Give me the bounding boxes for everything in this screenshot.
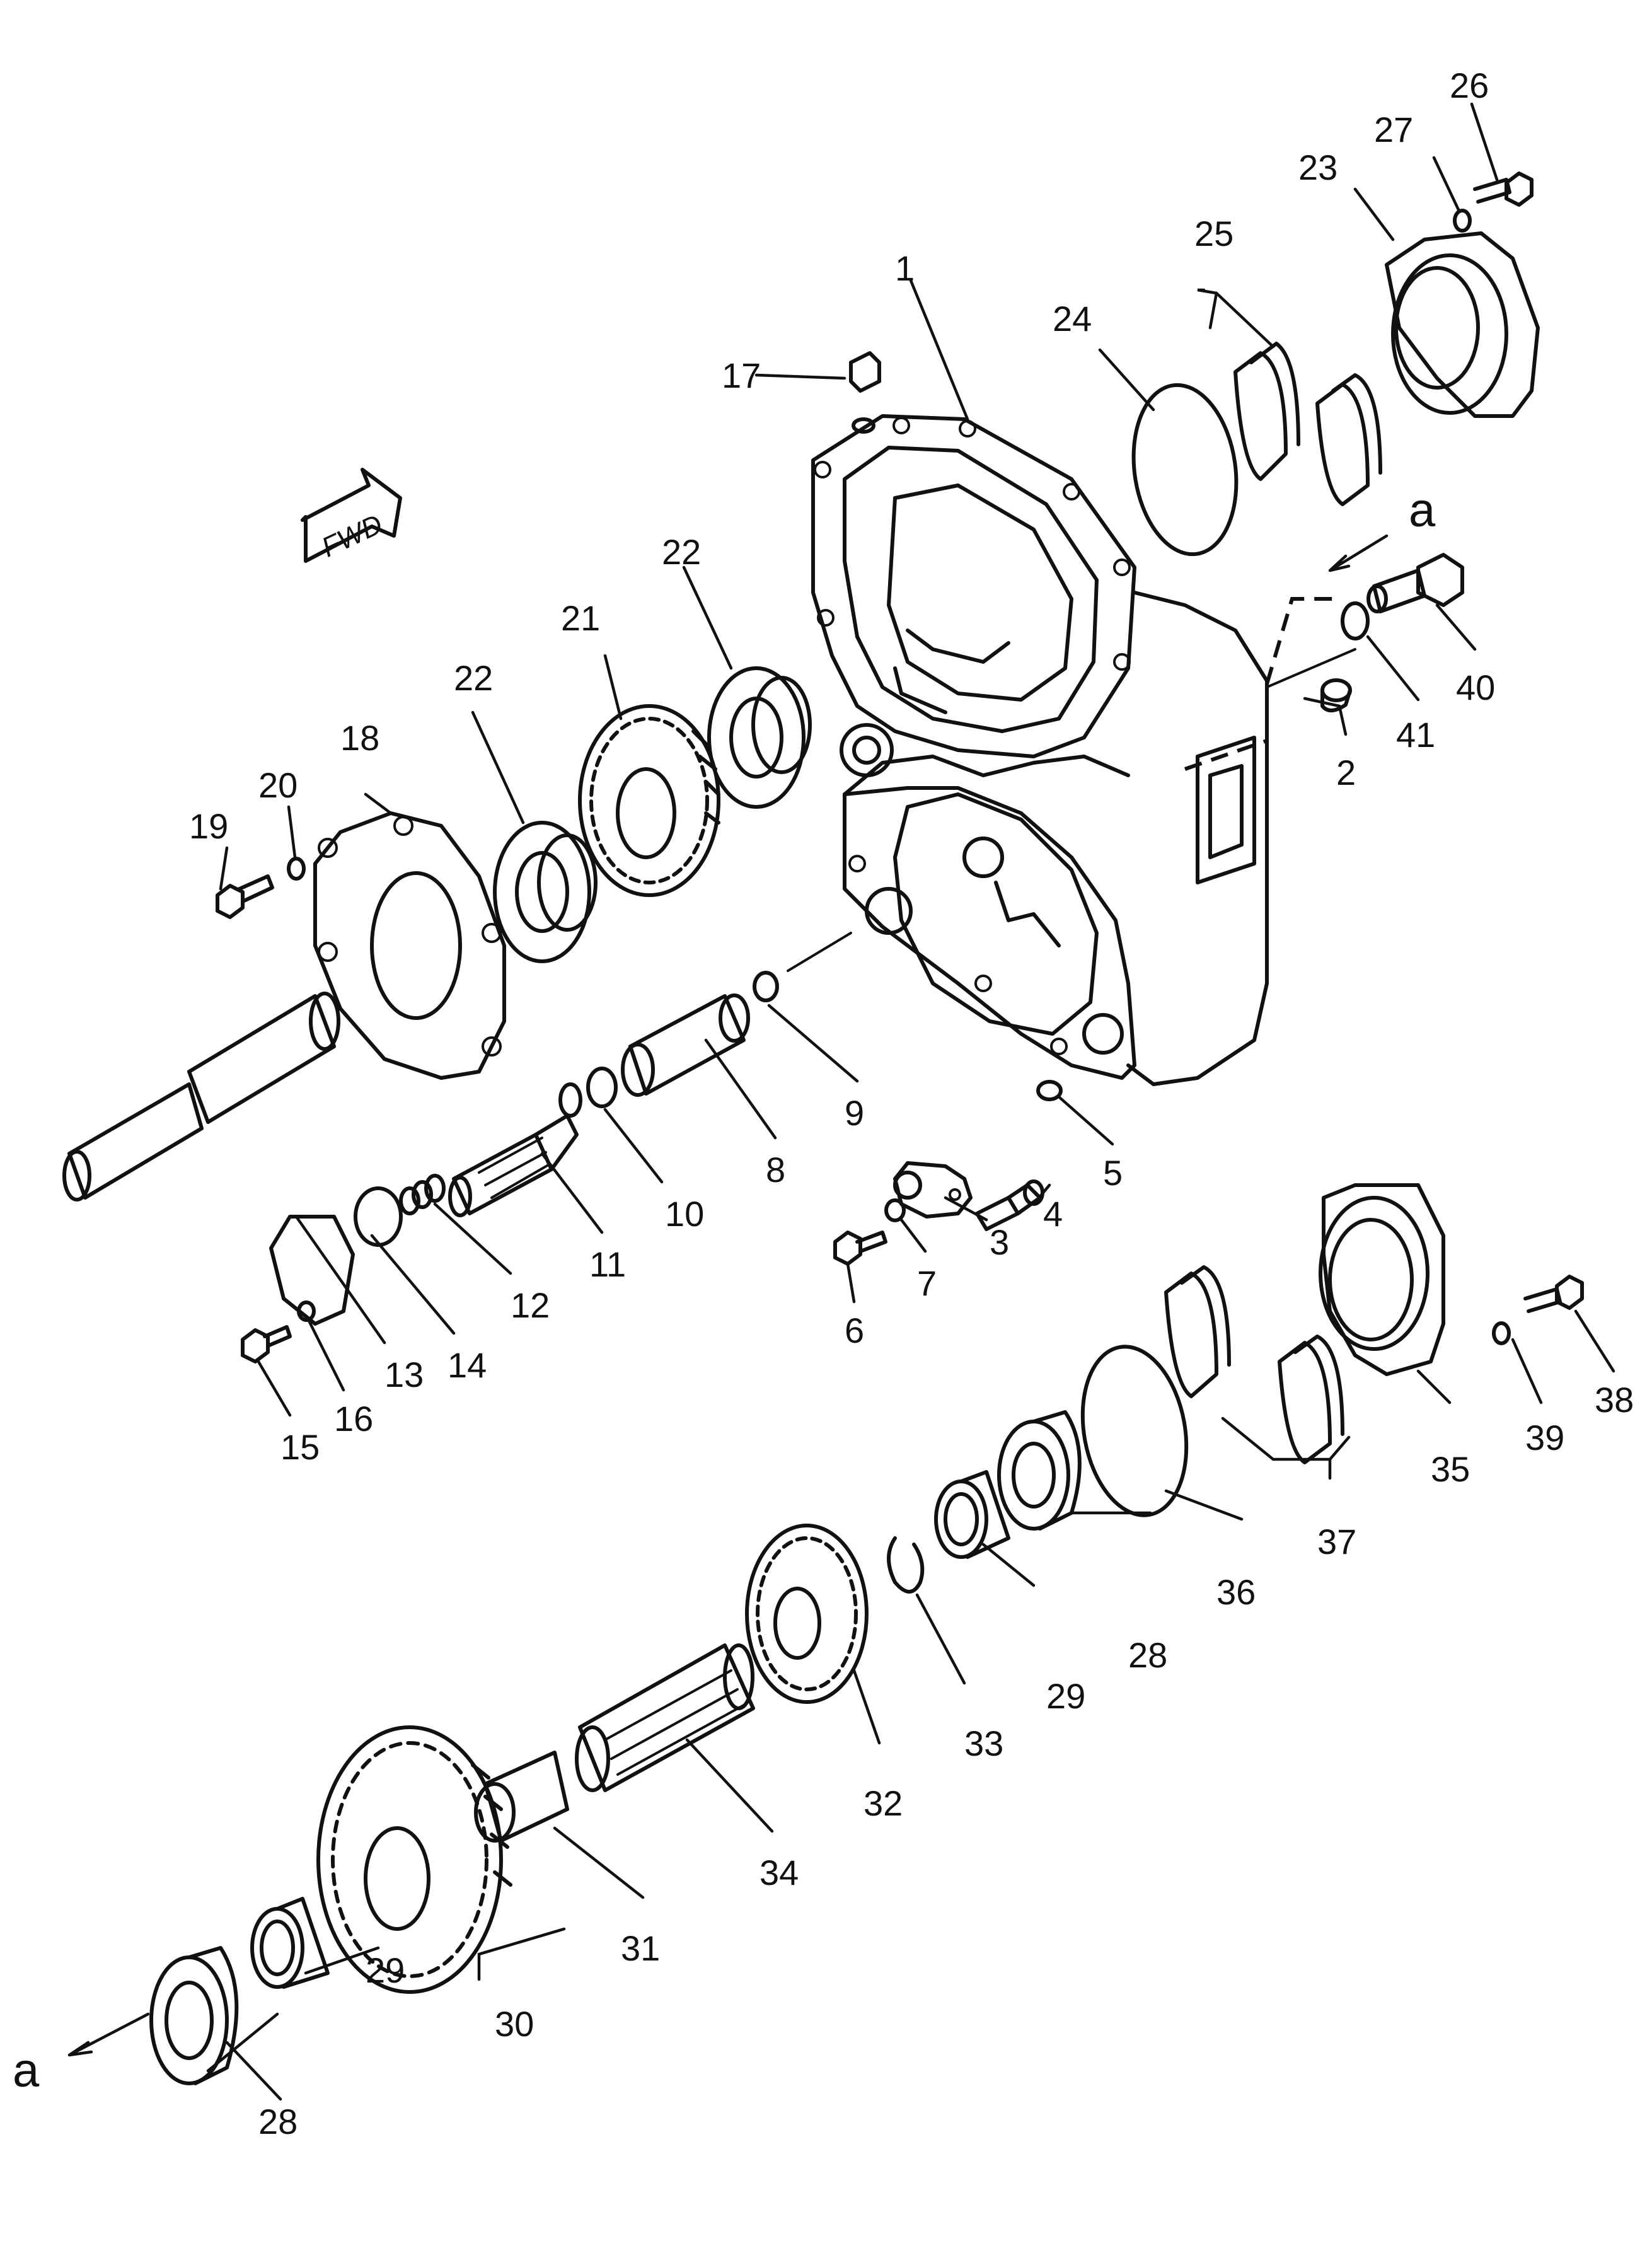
callout-9: 9 xyxy=(845,1093,864,1133)
callout-28a: 28 xyxy=(1128,1635,1167,1675)
shim-set-25 xyxy=(1233,342,1382,506)
o-ring-9 xyxy=(753,971,779,1002)
callout-26: 26 xyxy=(1450,66,1489,105)
bolt-m38 xyxy=(1523,1275,1584,1313)
washer-39 xyxy=(1492,1321,1511,1345)
sleeve-31 xyxy=(474,1751,569,1843)
callout-39: 39 xyxy=(1525,1418,1564,1457)
callout-30: 30 xyxy=(495,2004,534,2044)
reference-arrow-lower xyxy=(67,2012,150,2057)
callout-18: 18 xyxy=(340,718,379,758)
callout-4: 4 xyxy=(1043,1194,1063,1234)
splined-shaft-34 xyxy=(575,1643,755,1792)
washer-20 xyxy=(287,857,306,881)
gear-30 xyxy=(316,1725,512,1994)
callout-32: 32 xyxy=(864,1783,903,1823)
callout-20: 20 xyxy=(258,765,297,805)
callout-24: 24 xyxy=(1053,299,1092,339)
reference-line-upper xyxy=(1184,597,1336,771)
bolt-m26 xyxy=(1473,171,1534,207)
callout-10: 10 xyxy=(665,1194,704,1234)
callout-40: 40 xyxy=(1456,668,1495,707)
callout-36: 36 xyxy=(1216,1572,1256,1612)
callout-27: 27 xyxy=(1374,110,1413,149)
bolt-m15 xyxy=(241,1325,292,1364)
spring xyxy=(399,1174,446,1215)
gear-21 xyxy=(578,704,720,897)
callout-21: 21 xyxy=(561,598,600,638)
callout-29a: 29 xyxy=(1046,1676,1085,1716)
breather xyxy=(849,351,881,434)
callout-2: 2 xyxy=(1336,753,1356,792)
bearing-28-lower xyxy=(149,1946,239,2085)
callout-23: 23 xyxy=(1298,148,1337,187)
callout-37: 37 xyxy=(1317,1522,1356,1561)
bolt-m40 xyxy=(1366,553,1464,613)
bearing-28-upper xyxy=(997,1410,1082,1531)
callout-11: 11 xyxy=(589,1244,626,1284)
spool xyxy=(448,1082,582,1217)
callout-28b: 28 xyxy=(258,2102,297,2141)
callout-35: 35 xyxy=(1431,1449,1470,1489)
callout-3: 3 xyxy=(990,1222,1009,1262)
o-ring-36 xyxy=(1080,1345,1189,1517)
callout-22a: 22 xyxy=(662,532,701,572)
bolt-m6 xyxy=(833,1231,887,1266)
callout-16: 16 xyxy=(334,1399,373,1439)
callout-19: 19 xyxy=(189,806,228,846)
reference-marker-upper: a xyxy=(1409,484,1436,537)
washer-27 xyxy=(1453,209,1472,233)
callout-41: 41 xyxy=(1396,715,1435,755)
callout-25: 25 xyxy=(1194,214,1233,253)
ball-bearing-22-front xyxy=(493,821,598,963)
leader-lines xyxy=(206,102,1615,2101)
cover-housing-35 xyxy=(1319,1183,1445,1376)
callout-17: 17 xyxy=(722,356,761,395)
callout-15: 15 xyxy=(280,1427,320,1467)
reference-arrow-upper xyxy=(1328,534,1389,572)
callout-13: 13 xyxy=(384,1355,424,1394)
washer-7 xyxy=(884,1198,906,1222)
callout-1: 1 xyxy=(895,248,915,288)
needle-bearing-29-lower xyxy=(250,1897,330,1989)
shim-set-37 xyxy=(1164,1265,1344,1464)
gear-32 xyxy=(745,1524,869,1704)
callout-6: 6 xyxy=(845,1311,864,1350)
reference-marker-lower: a xyxy=(13,2044,40,2097)
callout-33: 33 xyxy=(964,1723,1003,1763)
cover-housing-23 xyxy=(1385,231,1540,418)
plug xyxy=(1320,678,1352,712)
washer-16 xyxy=(297,1300,316,1322)
needle-bearing-29-upper xyxy=(934,1470,1010,1559)
callout-labels: 1 2 3 4 5 6 7 8 9 10 11 12 13 14 15 16 1… xyxy=(189,66,1634,2141)
ball-bearing-22-rear xyxy=(707,666,812,809)
callout-7: 7 xyxy=(917,1263,937,1303)
callout-5: 5 xyxy=(1103,1153,1123,1193)
axis-line xyxy=(787,648,1356,972)
o-ring-small xyxy=(1036,1080,1063,1101)
callout-12: 12 xyxy=(511,1285,550,1325)
fwd-arrow-badge: FWD xyxy=(301,468,402,564)
dowel-pin xyxy=(975,1179,1044,1231)
input-shaft xyxy=(62,992,340,1202)
callout-29b: 29 xyxy=(366,1950,405,1990)
bolt-m19 xyxy=(216,874,274,919)
snap-ring-33 xyxy=(887,1536,925,1594)
callout-34: 34 xyxy=(760,1853,799,1892)
mounting-plate xyxy=(893,1161,973,1219)
bearing-retainer xyxy=(313,811,506,1080)
callout-22b: 22 xyxy=(454,658,493,698)
o-ring-10 xyxy=(586,1067,618,1108)
callout-38: 38 xyxy=(1595,1380,1634,1420)
callout-8: 8 xyxy=(766,1150,785,1190)
fwd-label: FWD xyxy=(317,509,388,564)
transmission-housing xyxy=(811,414,1269,1086)
o-ring-24 xyxy=(1131,383,1239,557)
sleeve xyxy=(621,993,750,1097)
callout-14: 14 xyxy=(448,1345,487,1385)
callout-31: 31 xyxy=(621,1928,660,1968)
washer-41 xyxy=(1341,601,1370,640)
o-ring-14 xyxy=(354,1186,403,1247)
